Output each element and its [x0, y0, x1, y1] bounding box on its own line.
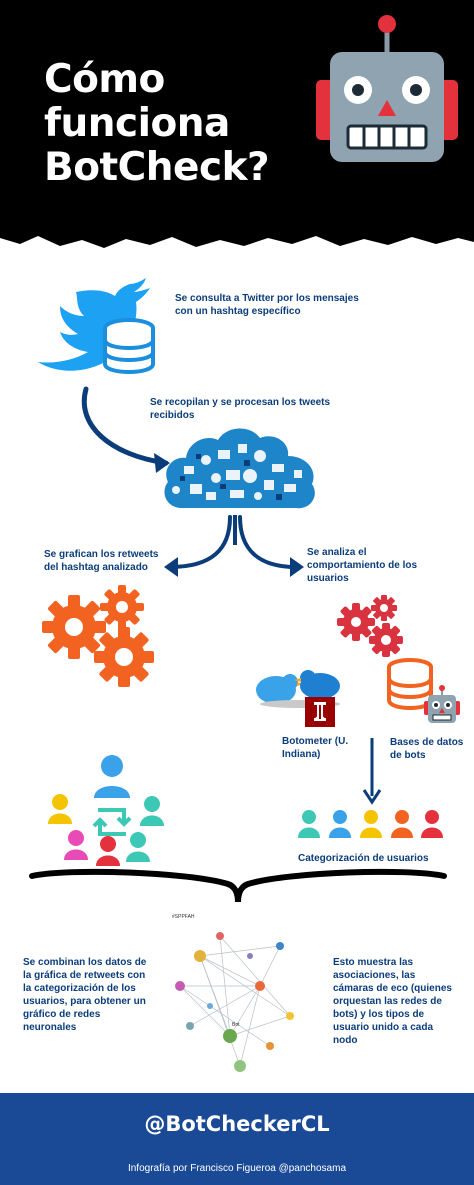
- step-analyze-behavior: Se analiza el comportamiento de los usua…: [307, 547, 418, 584]
- footer-handle: @BotCheckerCL: [144, 1112, 330, 1136]
- step-collect-process: Se recopilan y se procesan los tweets re…: [150, 397, 331, 421]
- step-shows-associations: Esto muestra las asociaciones, las cámar…: [333, 957, 452, 1046]
- robot-icon-small: [424, 685, 460, 723]
- brace-divider: [29, 868, 447, 903]
- fork-arrows: [164, 515, 304, 577]
- gear-icon-red: [337, 595, 403, 657]
- retweet-icon: [92, 808, 132, 836]
- label-bot-databases: Bases de datos de bots: [390, 737, 464, 761]
- graph-label-hashtag: #SPPFAH: [172, 914, 195, 920]
- arrow-down: [362, 738, 382, 805]
- footer: [0, 1093, 474, 1185]
- indiana-logo-icon: [305, 697, 335, 727]
- step-combine-data: Se combinan los datos de la gráfica de r…: [23, 957, 147, 1033]
- graph-label-bot: Bot: [232, 1022, 240, 1028]
- arrow-to-cloud: [81, 386, 170, 473]
- database-icon: [103, 318, 155, 374]
- torn-paper-edge: [0, 236, 474, 266]
- gear-icon: [42, 585, 154, 687]
- footer-credit: Infografía por Francisco Figueroa @panch…: [127, 1163, 347, 1174]
- categorized-users-icon: [298, 810, 443, 838]
- label-botometer: Botometer (U. Indiana): [282, 736, 349, 760]
- label-user-categorization: Categorización de usuarios: [298, 853, 429, 864]
- users-retweet-icon: [48, 755, 164, 866]
- page-title: Cómo funciona BotCheck?: [44, 58, 334, 190]
- title-line-1: Cómo: [44, 57, 165, 102]
- step-graph-retweets: Se grafican los retweets del hashtag ana…: [44, 549, 159, 573]
- botometer-birds-icon: [256, 670, 340, 708]
- network-graph-image: #SPPFAH Bot: [160, 906, 310, 1084]
- title-line-3: BotCheck?: [44, 145, 270, 190]
- cloud-icon: [164, 428, 315, 509]
- step-twitter-query: Se consulta a Twitter por los mensajes c…: [175, 293, 359, 317]
- title-line-2: funciona: [44, 101, 230, 146]
- robot-icon: [316, 15, 458, 162]
- user-icon: [94, 755, 130, 798]
